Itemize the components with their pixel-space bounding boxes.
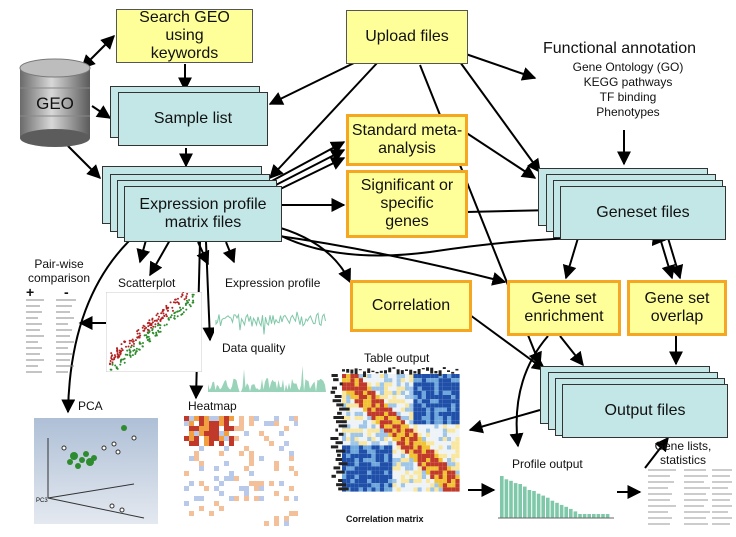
geo-label: GEO	[36, 94, 74, 113]
geo-database-icon: GEO	[18, 58, 92, 148]
data-quality-label: Data quality	[222, 341, 286, 355]
geneset-files-box[interactable]: Geneset files	[560, 186, 726, 240]
annotation-phenotypes: Phenotypes	[596, 105, 660, 119]
pca-thumbnail: PC3	[34, 418, 158, 524]
output-files-box[interactable]: Output files	[562, 384, 728, 438]
gene-list-thumbnail	[646, 466, 734, 530]
output-files-label: Output files	[604, 402, 686, 420]
correlation-matrix-thumbnail: Correlation matrix	[328, 366, 468, 526]
pca-axis-label: PC3	[36, 498, 48, 504]
scatterplot-label: Scatterplot	[118, 276, 176, 290]
annotation-tf: TF binding	[599, 90, 657, 104]
correlation-box[interactable]: Correlation	[350, 280, 472, 332]
gene-set-overlap-box[interactable]: Gene set overlap	[627, 280, 727, 336]
correlation-matrix-caption: Correlation matrix	[346, 514, 424, 524]
annotation-kegg: KEGG pathways	[583, 75, 673, 89]
upload-files-label: Upload files	[365, 28, 449, 46]
profile-output-thumbnail	[496, 472, 616, 528]
functional-annotation-title: Functional annotation	[543, 40, 696, 57]
expression-matrix-box[interactable]: Expression profile matrix files	[124, 186, 282, 242]
pairwise-table-thumbnail	[22, 296, 82, 380]
standard-meta-analysis-box[interactable]: Standard meta-analysis	[346, 114, 468, 166]
heatmap-thumbnail	[184, 414, 299, 526]
correlation-label: Correlation	[371, 297, 451, 315]
pairwise-label: Pair-wise comparison	[27, 257, 91, 285]
profile-output-label: Profile output	[512, 457, 583, 471]
annotation-go: Gene Ontology (GO)	[572, 60, 684, 74]
search-geo-label: Search GEO using keywords	[139, 9, 230, 62]
gene-set-enrichment-box[interactable]: Gene set enrichment	[507, 280, 621, 336]
gene-set-enrichment-label: Gene set enrichment	[524, 290, 604, 325]
minus-sign: -	[64, 284, 69, 300]
pca-label: PCA	[78, 399, 103, 413]
gene-lists-label: Gene lists, statistics	[654, 439, 712, 467]
geneset-files-label: Geneset files	[596, 204, 690, 222]
heatmap-label: Heatmap	[188, 399, 237, 413]
significant-genes-box[interactable]: Significant or specific genes	[346, 170, 468, 238]
plus-sign: +	[26, 284, 35, 300]
significant-genes-label: Significant or specific genes	[360, 177, 454, 230]
sample-list-label: Sample list	[153, 110, 233, 128]
standard-meta-label: Standard meta-analysis	[351, 122, 463, 157]
scatterplot-thumbnail	[105, 283, 203, 376]
upload-files-box[interactable]: Upload files	[346, 10, 468, 64]
expression-matrix-label: Expression profile matrix files	[139, 196, 267, 231]
expression-profile-label: Expression profile	[225, 276, 321, 290]
table-output-label: Table output	[364, 351, 430, 365]
expression-profile-thumbnail	[214, 292, 328, 342]
gene-set-overlap-label: Gene set overlap	[644, 290, 710, 325]
data-quality-thumbnail	[206, 356, 328, 394]
search-geo-box[interactable]: Search GEO using keywords	[116, 9, 253, 63]
sample-list-box[interactable]: Sample list	[118, 92, 268, 146]
